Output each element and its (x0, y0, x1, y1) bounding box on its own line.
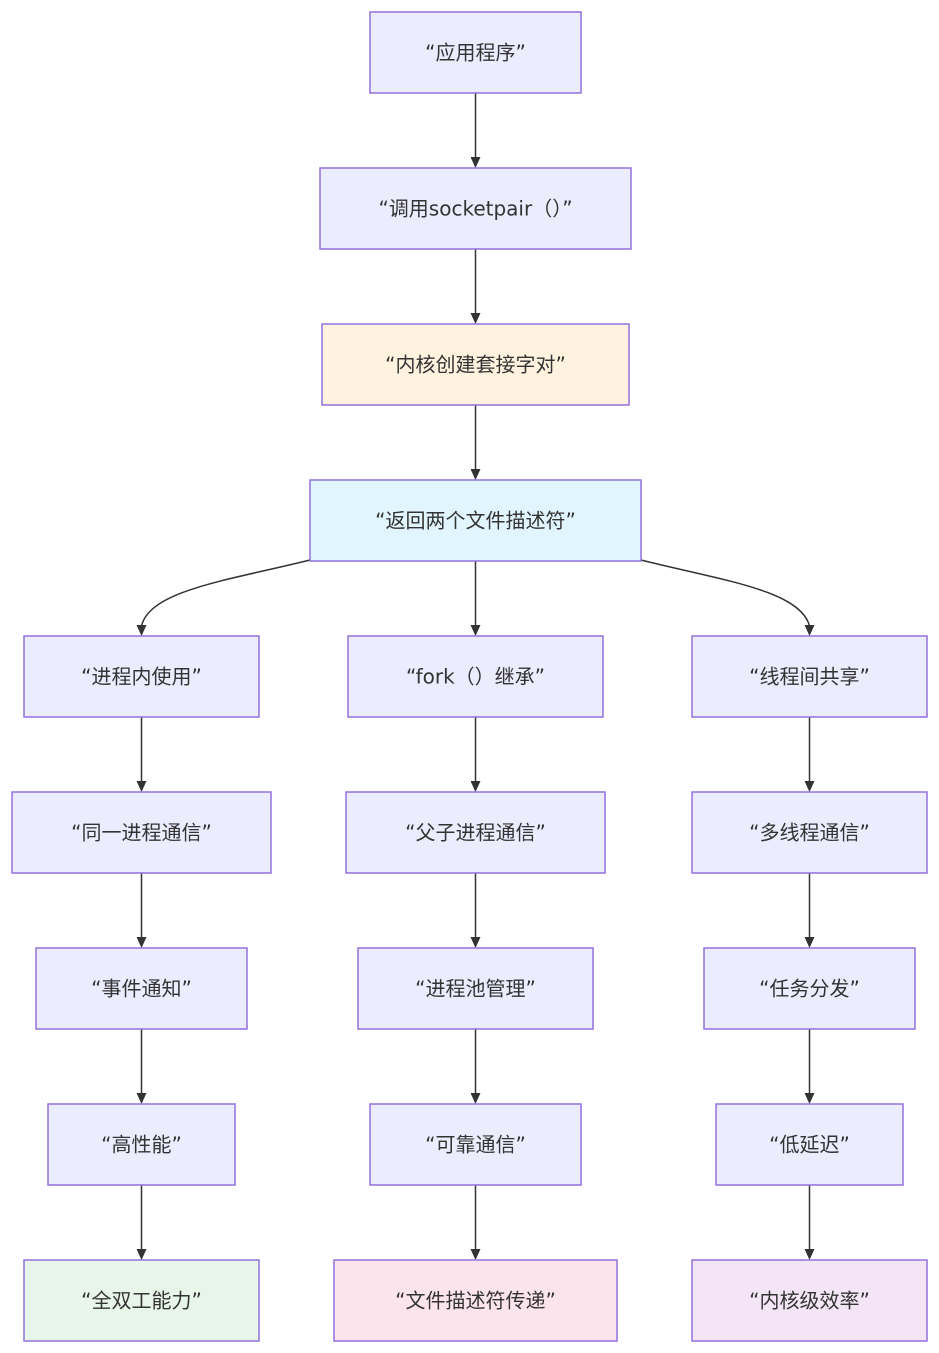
edge-4 (140, 559, 311, 627)
edges (136, 93, 815, 1260)
node-event-notify-box (35, 947, 248, 1030)
node-low-latency-box (715, 1103, 904, 1186)
node-app-label: “应用程序” (425, 41, 526, 65)
arrowhead-10 (136, 937, 147, 948)
node-full-duplex: “全双工能力” (23, 1259, 260, 1342)
node-fds: “返回两个文件描述符” (309, 479, 642, 562)
node-thread-share-label: “线程间共享” (749, 665, 870, 689)
node-parent-child-box (345, 791, 606, 874)
node-high-perf-box (47, 1103, 236, 1186)
node-process-pool: “进程池管理” (357, 947, 594, 1030)
arrowhead-8 (470, 781, 481, 792)
node-app-box (369, 11, 582, 94)
node-call: “调用socketpair（）” (319, 167, 632, 250)
node-same-process-label: “同一进程通信” (71, 821, 212, 845)
node-thread-share-box (691, 635, 928, 718)
node-multi-thread: “多线程通信” (691, 791, 928, 874)
node-kernel-label: “内核创建套接字对” (385, 353, 566, 377)
arrowhead-14 (470, 1093, 481, 1104)
node-fork-box (347, 635, 604, 718)
node-thread-share: “线程间共享” (691, 635, 928, 718)
node-same-process-box (11, 791, 272, 874)
node-task-dispatch-box (703, 947, 916, 1030)
node-reliable-label: “可靠通信” (425, 1133, 526, 1157)
node-process-pool-label: “进程池管理” (415, 977, 536, 1001)
node-in-process-label: “进程内使用” (81, 665, 202, 689)
node-fd-passing: “文件描述符传递” (333, 1259, 618, 1342)
node-kernel: “内核创建套接字对” (321, 323, 630, 406)
arrowhead-15 (804, 1093, 815, 1104)
node-full-duplex-label: “全双工能力” (81, 1289, 202, 1313)
edge-6 (640, 559, 811, 627)
node-fork-label: “fork（）继承” (406, 665, 545, 689)
node-process-pool-box (357, 947, 594, 1030)
node-app: “应用程序” (369, 11, 582, 94)
node-kernel-efficiency-box (691, 1259, 928, 1342)
arrowhead-3 (470, 469, 481, 480)
arrowhead-13 (136, 1093, 147, 1104)
node-low-latency-label: “低延迟” (769, 1133, 850, 1157)
arrowhead-5 (470, 625, 481, 636)
node-parent-child: “父子进程通信” (345, 791, 606, 874)
node-reliable: “可靠通信” (369, 1103, 582, 1186)
node-parent-child-label: “父子进程通信” (405, 821, 546, 845)
nodes: “应用程序” “调用socketpair（）” “内核创建套接字对” “返回两个文件描… (11, 11, 928, 1342)
node-fd-passing-box (333, 1259, 618, 1342)
node-in-process: “进程内使用” (23, 635, 260, 718)
arrowhead-2 (470, 313, 481, 324)
node-fork: “fork（）继承” (347, 635, 604, 718)
node-high-perf-label: “高性能” (101, 1133, 182, 1157)
node-call-box (319, 167, 632, 250)
node-kernel-box (321, 323, 630, 406)
node-multi-thread-label: “多线程通信” (749, 821, 870, 845)
arrowhead-6 (804, 625, 815, 636)
arrowhead-1 (470, 157, 481, 168)
arrowhead-16 (136, 1249, 147, 1260)
arrowhead-7 (136, 781, 147, 792)
arrowhead-18 (804, 1249, 815, 1260)
node-multi-thread-box (691, 791, 928, 874)
arrowhead-17 (470, 1249, 481, 1260)
arrowhead-4 (136, 625, 147, 636)
node-task-dispatch: “任务分发” (703, 947, 916, 1030)
node-kernel-efficiency: “内核级效率” (691, 1259, 928, 1342)
arrowhead-12 (804, 937, 815, 948)
node-high-perf: “高性能” (47, 1103, 236, 1186)
node-fds-label: “返回两个文件描述符” (375, 509, 576, 533)
node-full-duplex-box (23, 1259, 260, 1342)
arrowhead-9 (804, 781, 815, 792)
node-event-notify-label: “事件通知” (91, 977, 192, 1001)
node-task-dispatch-label: “任务分发” (759, 977, 860, 1001)
node-fd-passing-label: “文件描述符传递” (395, 1289, 556, 1313)
node-in-process-box (23, 635, 260, 718)
node-same-process: “同一进程通信” (11, 791, 272, 874)
node-fds-box (309, 479, 642, 562)
node-reliable-box (369, 1103, 582, 1186)
node-low-latency: “低延迟” (715, 1103, 904, 1186)
node-call-label: “调用socketpair（）” (378, 197, 572, 221)
node-event-notify: “事件通知” (35, 947, 248, 1030)
arrowhead-11 (470, 937, 481, 948)
node-kernel-efficiency-label: “内核级效率” (749, 1289, 870, 1313)
